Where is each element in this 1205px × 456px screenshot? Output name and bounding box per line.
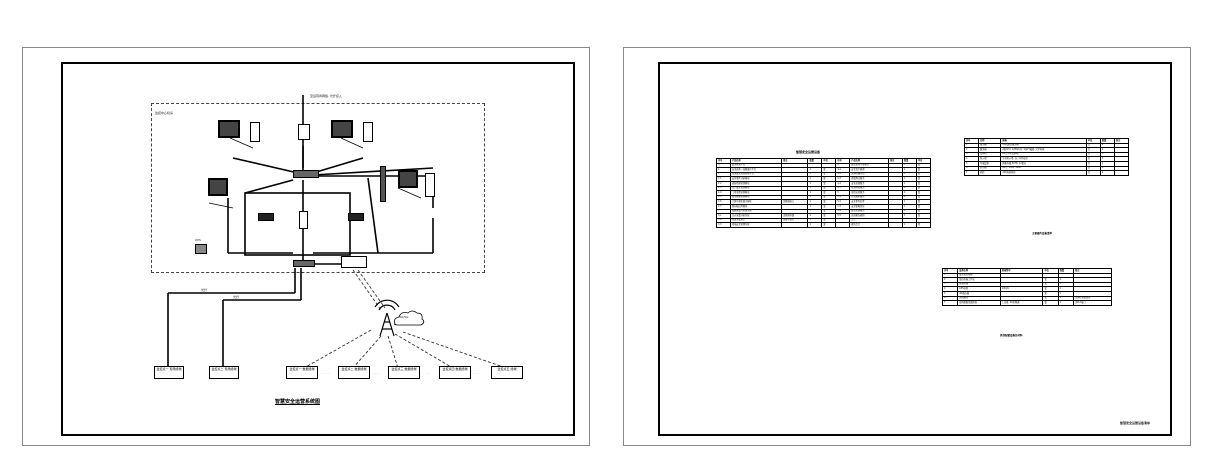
table-cell: 工业级, 4G全网通 [999,300,1044,306]
left-drawing-sheet: 监控中心机房 至运营商网络, 光纤接入 [22,47,590,446]
ellipsis: · · · · · [320,371,329,375]
rack-icon [380,166,386,202]
top-link-label: 至运营商网络, 光纤接入 [310,94,342,98]
table3-caption: 其他配套设备及材料 [1000,334,1023,337]
core-switch-icon [293,170,319,178]
remote-site-box: 监控点二 现场终端 [209,366,239,379]
field-site-box: 监控点四 数据终端 [439,366,471,379]
firewall-icon [348,213,364,221]
table-cell: 台 [1085,170,1101,176]
table-cell [781,222,809,228]
table-cell: 终端安全管理系统 [729,222,783,228]
gateway-box [341,256,367,268]
table-cell: 含PLC接口 [1073,300,1112,306]
fiber-label-1: 光纤 [201,288,208,292]
router-icon [298,124,310,140]
cloud-icon [393,310,425,326]
server-tower-icon [250,122,260,142]
area-label: 监控中心机房 [155,111,174,115]
table-cell: 7 [963,170,980,176]
table-cell: 1 [807,222,823,228]
server-tower-icon [425,173,435,197]
field-site-box: 监控点二 数据终端 [338,366,370,379]
ellipsis: · · · · · [421,371,430,375]
table-cell: 42U标准机柜 [1000,170,1087,176]
sheet-label: 智慧安全运营设备清单 [1120,421,1151,425]
table-cell: 服务合计 [849,222,890,228]
table-cell: 1 [1057,300,1075,306]
fiber-label-2: 光纤 [233,295,240,299]
workstation-icon [208,178,228,196]
workstation-icon [398,170,418,188]
diagram-title: 智慧安全运营系统图 [275,399,321,405]
access-switch-icon [293,260,315,267]
table-cell: 套 [1042,300,1059,306]
table-cell [888,222,903,228]
table-cell: 机柜 [978,170,1002,176]
server-icon [299,211,308,229]
table-cell [1113,170,1130,176]
field-site-box: 监控点一 数据终端 [286,366,318,379]
workstation-icon [218,120,240,138]
table-cell: 3.3 [716,222,731,228]
table-cell: 2 [1099,170,1115,176]
right-drawing-frame [658,62,1172,436]
ellipsis: · · · · · [473,371,482,375]
workstation-icon [331,120,353,138]
table-cell [835,222,851,228]
field-site-box: 监控点五 终端 [491,366,523,379]
table-cell: 套 [821,222,837,228]
ellipsis: · · · · · [371,371,380,375]
remote-site-box: 监控点一 现场终端 [154,366,184,379]
machine-room-area [151,103,485,273]
wireless-label: 4G/5G [399,315,409,319]
network-topology [167,95,507,369]
table-cell: 项 [915,222,932,228]
firewall-icon [258,213,274,221]
field-site-box: 监控点三 数据终端 [388,366,420,379]
left-drawing-frame [61,62,575,436]
server-tower-icon [363,122,373,142]
table2-caption: 主要硬件设备清单 [1032,232,1053,235]
right-drawing-sheet: 智慧安全运营设备 序号产品名称备注数量单位序号产品名称备注数量单位一安全运营平台… [623,47,1191,446]
table1-caption: 智慧安全运营设备 [796,150,821,154]
ups-label: UPS [195,238,201,242]
ups-icon [195,244,207,254]
table-cell: 7 [941,300,959,306]
table-cell: 现场数据采集终端 [957,300,1001,306]
table-cell: 1 [902,222,917,228]
